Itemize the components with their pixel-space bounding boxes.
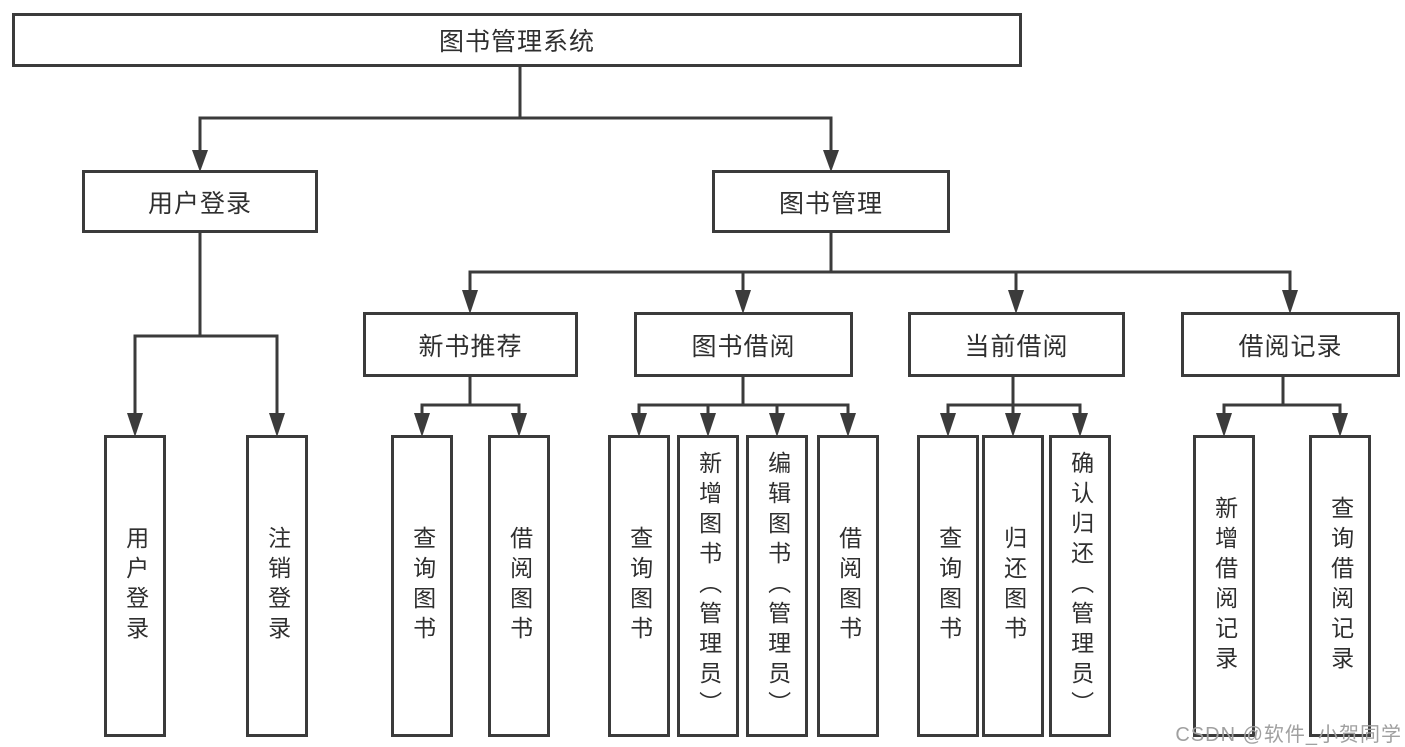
leaf-recommend-borrow-book: 借阅图书 [488,435,550,737]
leaf-label: 归还图书 [1000,526,1027,646]
node-book-borrow: 图书借阅 [634,312,853,377]
csdn-watermark: CSDN @软件_小贺同学 [1175,724,1402,746]
leaf-record-add-borrow-record: 新增借阅记录 [1193,435,1255,737]
node-new-book-recommend: 新书推荐 [363,312,578,377]
leaf-label: 新增借阅记录 [1211,496,1238,676]
connector-root-to-level2 [192,64,839,172]
connector-new-book-recommend-children [414,375,527,437]
leaf-label: 查询图书 [935,526,962,646]
leaf-label: 借阅图书 [835,526,862,646]
leaf-label: 编辑图书（管理员） [764,451,791,721]
connector-current-borrow-children [940,375,1088,437]
node-root-system: 图书管理系统 [12,13,1022,67]
leaf-record-query-borrow-record: 查询借阅记录 [1309,435,1371,737]
leaf-logout: 注销登录 [246,435,308,737]
leaf-label: 查询借阅记录 [1327,496,1354,676]
connector-book-management-to-level3 [462,231,1298,314]
leaf-recommend-query-book: 查询图书 [391,435,453,737]
node-current-borrow: 当前借阅 [908,312,1125,377]
leaf-borrow-edit-book-admin: 编辑图书（管理员） [746,435,808,737]
leaf-current-return-book: 归还图书 [982,435,1044,737]
leaf-label: 注销登录 [264,526,291,646]
leaf-label: 借阅图书 [506,526,533,646]
leaf-current-confirm-return-admin: 确认归还（管理员） [1049,435,1111,737]
node-borrow-record: 借阅记录 [1181,312,1400,377]
connector-borrow-record-children [1216,375,1348,437]
leaf-borrow-borrow-book: 借阅图书 [817,435,879,737]
leaf-label: 用户登录 [122,526,149,646]
connector-user-login-children [127,231,285,437]
leaf-user-login: 用户登录 [104,435,166,737]
connector-book-borrow-children [631,375,856,437]
leaf-label: 新增图书（管理员） [695,451,722,721]
leaf-borrow-query-book: 查询图书 [608,435,670,737]
leaf-current-query-book: 查询图书 [917,435,979,737]
leaf-label: 确认归还（管理员） [1067,451,1094,721]
node-user-login: 用户登录 [82,170,318,233]
leaf-label: 查询图书 [409,526,436,646]
leaf-label: 查询图书 [626,526,653,646]
node-book-management: 图书管理 [712,170,950,233]
leaf-borrow-add-book-admin: 新增图书（管理员） [677,435,739,737]
